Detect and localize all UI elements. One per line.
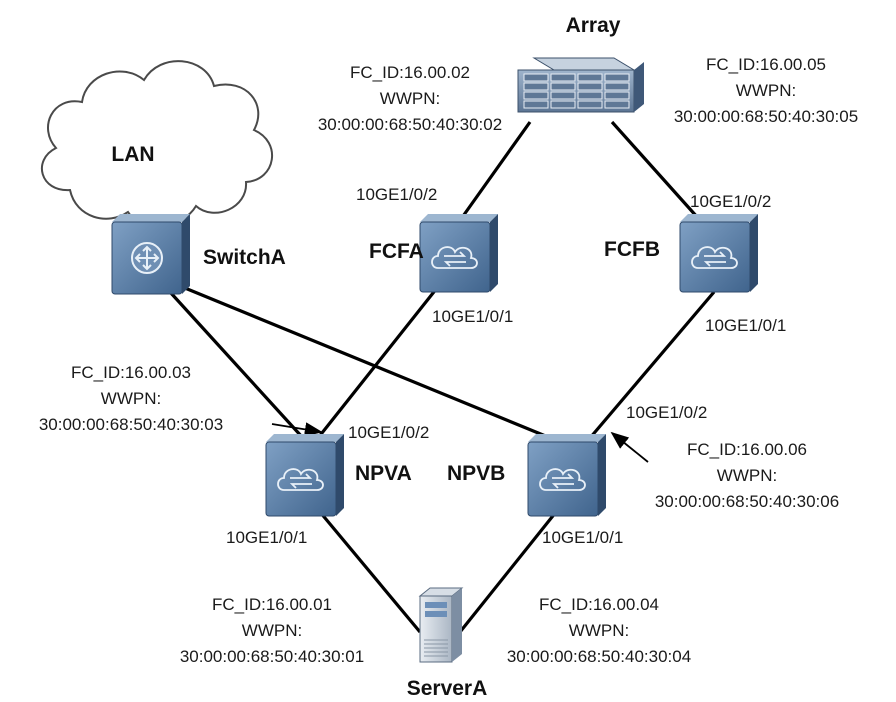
- link-npvb-server: [458, 511, 558, 633]
- lan-label: LAN: [111, 143, 154, 166]
- fc-info-array-right: FC_ID:16.00.05 WWPN: 30:00:00:68:50:40:3…: [674, 55, 858, 126]
- wwpn-value: 30:00:00:68:50:40:30:02: [318, 115, 502, 134]
- fc-info-server-right: FC_ID:16.00.04 WWPN: 30:00:00:68:50:40:3…: [507, 595, 691, 666]
- tower-server-icon: [418, 587, 464, 663]
- npva-device: NPVA 10GE1/0/2 10GE1/0/1: [226, 423, 429, 547]
- array-label: Array: [566, 14, 621, 37]
- array-device: Array: [517, 14, 644, 113]
- wwpn-value: 30:00:00:68:50:40:30:06: [655, 492, 839, 511]
- server-a-label: ServerA: [407, 677, 488, 700]
- cloud-icon: [40, 60, 273, 227]
- fcfb-device: FCFB 10GE1/0/2 10GE1/0/1: [604, 192, 786, 335]
- fc-id: FC_ID:16.00.03: [71, 363, 191, 382]
- cloud-switch-icon: [691, 246, 738, 269]
- fc-id: FC_ID:16.00.01: [212, 595, 332, 614]
- disk-array-icon: [517, 57, 644, 113]
- lan-cloud: LAN: [40, 60, 273, 227]
- switch-a-label: SwitchA: [203, 246, 286, 269]
- fc-id: FC_ID:16.00.06: [687, 440, 807, 459]
- fc-info-array-left: FC_ID:16.00.02 WWPN: 30:00:00:68:50:40:3…: [318, 63, 502, 134]
- npvb-port-1: 10GE1/0/1: [542, 528, 623, 547]
- fcfa-port-2: 10GE1/0/2: [356, 185, 437, 204]
- fc-info-npvb: FC_ID:16.00.06 WWPN: 30:00:00:68:50:40:3…: [655, 440, 839, 511]
- fcfb-label: FCFB: [604, 238, 660, 261]
- wwpn-label: WWPN:: [569, 621, 629, 640]
- cloud-switch-icon: [539, 468, 586, 491]
- link-switcha-npvb: [179, 284, 549, 439]
- wwpn-value: 30:00:00:68:50:40:30:05: [674, 107, 858, 126]
- fcfb-port-2: 10GE1/0/2: [690, 192, 771, 211]
- fcfa-port-1: 10GE1/0/1: [432, 307, 513, 326]
- wwpn-label: WWPN:: [717, 466, 777, 485]
- fcfb-port-1: 10GE1/0/1: [705, 316, 786, 335]
- wwpn-label: WWPN:: [380, 89, 440, 108]
- fc-info-npva: FC_ID:16.00.03 WWPN: 30:00:00:68:50:40:3…: [39, 363, 223, 434]
- link-fcfb-npvb: [582, 290, 716, 447]
- wwpn-label: WWPN:: [242, 621, 302, 640]
- npvb-port-2: 10GE1/0/2: [626, 403, 707, 422]
- wwpn-value: 30:00:00:68:50:40:30:04: [507, 647, 691, 666]
- npva-port-2: 10GE1/0/2: [348, 423, 429, 442]
- link-fcfa-npva: [316, 287, 439, 439]
- fcfa-device: FCFA 10GE1/0/2 10GE1/0/1: [356, 185, 513, 326]
- wwpn-value: 30:00:00:68:50:40:30:03: [39, 415, 223, 434]
- fcfa-label: FCFA: [369, 240, 424, 263]
- fc-id: FC_ID:16.00.04: [539, 595, 659, 614]
- wwpn-value: 30:00:00:68:50:40:30:01: [180, 647, 364, 666]
- links: [168, 120, 716, 634]
- wwpn-label: WWPN:: [101, 389, 161, 408]
- wwpn-label: WWPN:: [736, 81, 796, 100]
- npvb-fc-pointer-arrow: [610, 431, 649, 463]
- fc-info-server-left: FC_ID:16.00.01 WWPN: 30:00:00:68:50:40:3…: [180, 595, 364, 666]
- link-switcha-npva: [168, 290, 305, 440]
- cloud-switch-icon: [277, 468, 324, 491]
- npvb-device: NPVB 10GE1/0/2 10GE1/0/1: [447, 403, 707, 547]
- npvb-label: NPVB: [447, 462, 505, 485]
- fc-id: FC_ID:16.00.02: [350, 63, 470, 82]
- link-npva-server: [318, 510, 422, 634]
- cloud-switch-icon: [431, 246, 478, 269]
- npva-label: NPVA: [355, 462, 412, 485]
- fc-id: FC_ID:16.00.05: [706, 55, 826, 74]
- router-arrows-icon: [131, 242, 163, 274]
- server-a-device: ServerA: [407, 587, 488, 700]
- link-array-fcfa: [454, 121, 532, 227]
- npva-port-1: 10GE1/0/1: [226, 528, 307, 547]
- switch-a-device: SwitchA: [111, 214, 286, 295]
- npva-fc-pointer-arrow: [271, 422, 323, 437]
- link-array-fcfb: [610, 120, 700, 220]
